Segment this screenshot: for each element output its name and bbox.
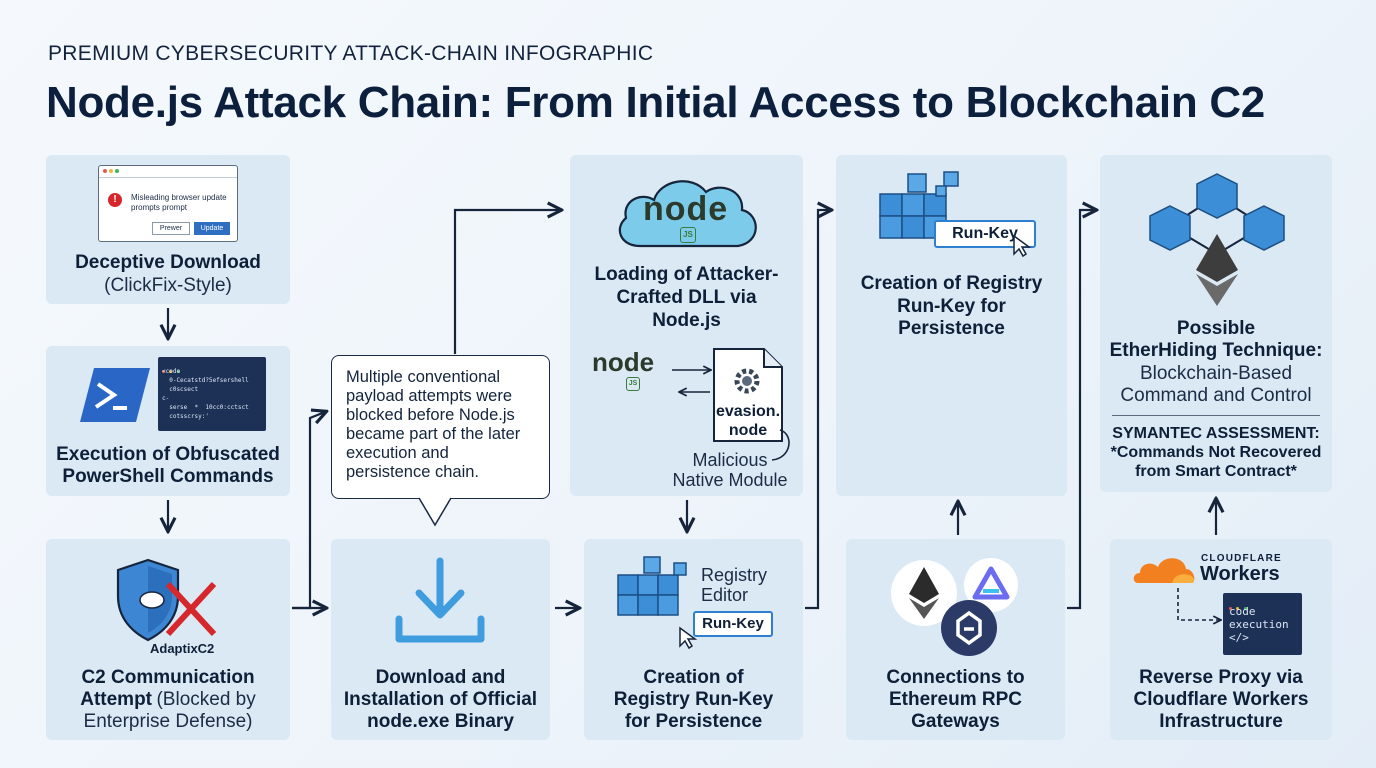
deceptive-subtitle: (ClickFix-Style) [104,275,232,296]
code-line: c- [162,395,170,402]
blocked-payload-callout: Multiple conventional payload attempts w… [331,355,550,499]
c2-title-line-3: Enterprise Defense) [83,711,253,732]
popup-titlebar [99,166,237,178]
nodejs-cloud-badge: JS [680,227,696,243]
registry-low-title-3: for Persistence [624,711,763,732]
registry-low-title-1: Creation of [643,667,744,688]
c2-title-line-1: C2 Communication [46,667,290,690]
native-module-file-icon [713,348,783,442]
registry-high-title-2: Run-Key for [897,296,1006,317]
fake-update-popup: ! Misleading browser update prompts prom… [98,165,238,242]
page-title: Node.js Attack Chain: From Initial Acces… [46,78,1265,127]
module-exchange-arrows [672,360,714,400]
code-line: serse * 10cc0:cctsct [162,404,249,411]
popup-message-1: Misleading browser update [131,193,227,202]
etherhiding-subtitle-2: Command and Control [1120,385,1312,406]
obfuscated-code-window: <code 0-Cecatstd?5efsershell c0scsect c-… [158,357,266,431]
arrow-c2-to-callout [292,412,325,610]
malicious-module-label-2: Native Module [672,470,788,490]
deceptive-title: Deceptive Download [75,252,261,273]
ethereum-title-2: Ethereum RPC [888,689,1023,710]
nodejs-cloud-icon [618,180,757,248]
code-window-dots [1229,597,1296,610]
nodejs-small-badge: JS [626,377,640,391]
cloudflare-cloud-icon [1133,558,1195,583]
popup-message-2: prompts prompt [131,203,188,212]
callout-pointer [418,497,452,527]
etherhiding-title-2: EtherHiding Technique: [1109,340,1323,361]
malicious-module-label-1: Malicious [692,450,768,470]
worker-code-line-2: execution [1229,618,1289,631]
blockchain-network-icon [1149,173,1285,306]
callout-text: Multiple conventional payload attempts w… [346,368,521,481]
registry-editor-label-2: Editor [701,585,749,605]
dll-title-3: Node.js [652,310,721,331]
registry-cubes-icon [617,556,687,616]
download-title-3: node.exe Binary [367,711,514,732]
worker-code-window: code execution </> [1223,593,1302,655]
download-title-2: Installation of Official [343,689,538,710]
powershell-icon [80,368,150,422]
popup-secondary-button[interactable]: Prewer [152,222,190,235]
alchemy-logo-icon [964,558,1018,612]
native-module-file-name-1: evasion. [715,403,781,420]
adaptixc2-label: AdaptixC2 [150,641,215,656]
c2-title-regular-2: (Blocked by [156,689,256,710]
c2-title-bold-1: C2 Communication [81,667,255,688]
cloudflare-title-1: Reverse Proxy via [1139,667,1303,688]
assessment-line-3: from Smart Contract* [1135,463,1297,480]
nodejs-small-logo-text: node [592,347,655,377]
dll-title-1: Loading of Attacker- [594,264,779,285]
registry-editor-label-1: Registry [701,565,768,585]
nodejs-cloud-logo-text: node [643,190,729,228]
cloudflare-title-3: Infrastructure [1159,711,1283,732]
etherhiding-subtitle-1: Blockchain-Based [1139,363,1293,384]
powershell-title-2: PowerShell Commands [62,466,274,487]
rpc-gateway-logo-icon [941,600,997,656]
registry-high-title-1: Creation of Registry [860,273,1043,294]
runkey-entry-low: Run-Key [693,611,773,637]
native-module-file-name-2: node [728,422,768,439]
ethereum-title-3: Gateways [911,711,1000,732]
warning-icon: ! [108,193,122,207]
assessment-divider [1112,415,1320,416]
etherhiding-title-1: Possible [1176,318,1256,339]
code-window-dots [162,360,262,373]
cloudflare-product-label: Workers [1200,563,1280,585]
assessment-line-2: *Commands Not Recovered [1110,444,1322,461]
code-line: cotsscrsy:' [162,413,209,420]
card-registry-high [836,155,1067,496]
arrow-registry-to-high [805,210,830,610]
arrow-callout-to-dll [453,210,560,354]
dll-title-2: Crafted DLL via [616,287,757,308]
powershell-title-1: Execution of Obfuscated [56,444,280,465]
download-title-1: Download and [375,667,506,688]
worker-code-line-1: code [1229,605,1256,618]
cloudflare-brand-label: CLOUDFLARE [1201,553,1282,564]
assessment-line-1: SYMANTEC ASSESSMENT: [1112,425,1320,442]
registry-high-title-3: Persistence [898,318,1005,339]
ethereum-logo-icon [891,560,957,626]
cloudflare-title-2: Cloudflare Workers [1133,689,1309,710]
cursor-icon [1013,234,1032,258]
proxy-dashed-arrow [1177,588,1226,626]
worker-code-line-3: </> [1229,631,1249,644]
c2-title-bold-2: Attempt [80,689,153,710]
page-kicker: PREMIUM CYBERSECURITY ATTACK-CHAIN INFOG… [48,42,654,65]
blocked-shield-icon [116,558,217,642]
popup-update-button[interactable]: Update [194,222,230,235]
code-line: <code [162,368,181,375]
code-line: c0scsect [162,386,199,393]
module-callout-curve [771,429,790,461]
code-line: 0-Cecatstd?5efsershell [162,377,249,384]
cursor-icon [679,626,698,650]
registry-low-title-2: Registry Run-Key [613,689,774,710]
arrow-ethereum-to-etherhiding [1067,210,1095,610]
ethereum-title-1: Connections to [886,667,1025,688]
c2-title-line-2: Attempt (Blocked by [46,689,290,712]
download-icon [395,557,485,643]
